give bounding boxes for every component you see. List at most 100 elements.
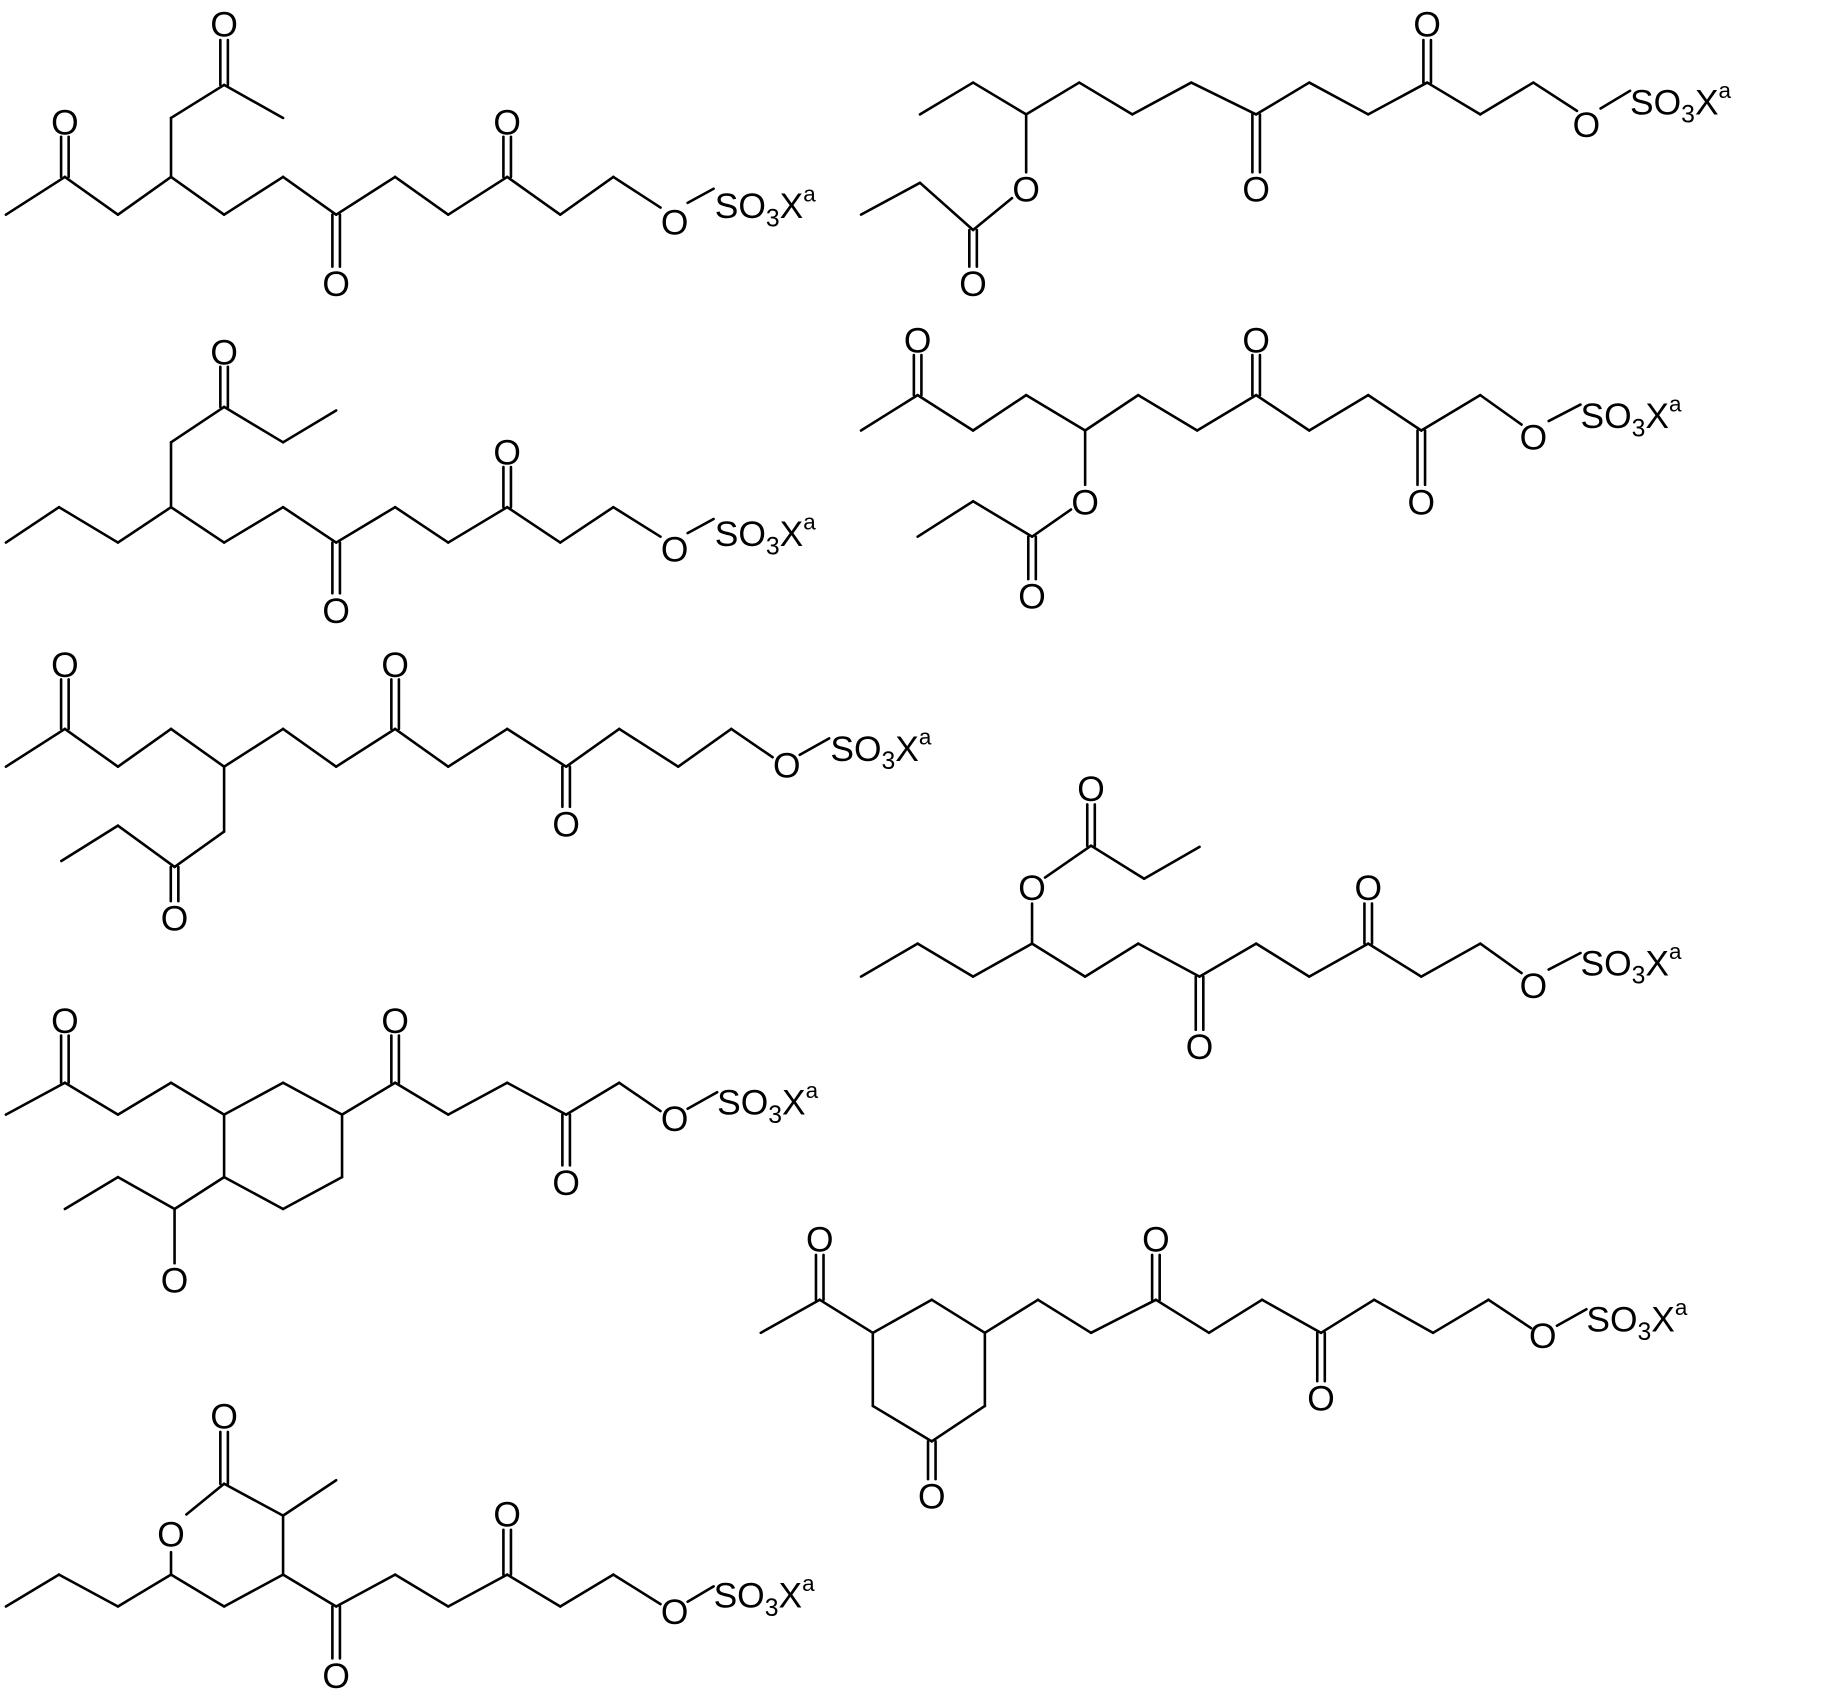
- single-bond: [116, 1175, 176, 1211]
- oxygen-atom-label: O: [322, 265, 350, 304]
- single-bond: [116, 175, 173, 216]
- single-bond: [1419, 393, 1482, 432]
- single-bond: [173, 830, 226, 869]
- single-bond: [1089, 1298, 1158, 1335]
- single-bond: [334, 1573, 397, 1608]
- single-bond: [971, 196, 1014, 232]
- single-bond: [281, 1081, 344, 1116]
- single-bond: [564, 727, 621, 768]
- single-bond: [859, 181, 922, 216]
- single-bond: [971, 393, 1028, 432]
- sulfate-group-label: SO3Xa: [1581, 392, 1683, 443]
- single-bond: [57, 1573, 120, 1608]
- oxygen-atom-label: O: [381, 1002, 409, 1041]
- single-bond: [4, 505, 61, 544]
- single-bond: [393, 727, 450, 768]
- single-bond: [1532, 81, 1579, 113]
- single-bond: [1431, 1298, 1490, 1335]
- oxygen-atom-label: O: [661, 1593, 689, 1632]
- single-bond: [1478, 942, 1523, 975]
- single-bond: [446, 1573, 509, 1608]
- oxygen-atom-label: O: [210, 1397, 238, 1436]
- oxygen-atom-label: O: [661, 1100, 689, 1139]
- single-bond: [1419, 942, 1482, 978]
- single-bond: [446, 505, 509, 544]
- single-bond: [1083, 942, 1140, 978]
- single-bond: [116, 1081, 173, 1116]
- single-bond: [4, 1573, 61, 1608]
- single-bond: [859, 393, 919, 432]
- single-bond: [334, 505, 397, 544]
- oxygen-atom-label: O: [493, 1495, 521, 1534]
- oxygen-atom-label: O: [661, 204, 689, 243]
- single-bond: [558, 505, 615, 544]
- single-bond: [1478, 393, 1523, 426]
- oxygen-atom-label: O: [1077, 770, 1105, 809]
- single-bond: [60, 824, 120, 863]
- single-bond: [281, 175, 338, 216]
- oxygen-atom-label: O: [1520, 967, 1548, 1006]
- single-bond: [281, 1478, 338, 1517]
- sulfate-group-label: SO3Xa: [1581, 939, 1683, 990]
- single-bond: [1198, 942, 1258, 978]
- single-bond: [1366, 942, 1423, 978]
- single-bond: [1036, 1298, 1093, 1335]
- oxygen-atom-label: O: [1413, 6, 1441, 45]
- single-bond: [173, 1175, 226, 1211]
- oxygen-atom-label: O: [161, 900, 189, 939]
- oxygen-atom-label: O: [959, 265, 987, 304]
- oxygen-atom-label: O: [1529, 1317, 1557, 1356]
- single-bond: [1260, 1298, 1323, 1335]
- single-bond: [1131, 81, 1193, 116]
- single-bond: [116, 1573, 173, 1608]
- single-bond: [1254, 393, 1311, 432]
- single-bond: [4, 175, 67, 216]
- single-bond: [1030, 942, 1087, 978]
- single-bond: [918, 81, 975, 116]
- single-bond: [1077, 81, 1134, 116]
- single-bond: [617, 1081, 662, 1113]
- oxygen-atom-label: O: [322, 592, 350, 631]
- single-bond: [1024, 81, 1081, 116]
- oxygen-atom-label: O: [806, 1220, 834, 1259]
- single-bond: [185, 1482, 226, 1516]
- oxygen-atom-label: O: [51, 1002, 79, 1041]
- single-bond: [393, 1081, 450, 1116]
- oxygen-atom-label: O: [1018, 869, 1046, 908]
- single-bond: [169, 175, 226, 216]
- single-bond: [116, 505, 173, 544]
- single-bond: [63, 727, 120, 768]
- single-bond: [1207, 1298, 1264, 1335]
- single-bond: [1547, 403, 1582, 423]
- single-bond: [169, 505, 226, 544]
- sulfate-group-label: SO3Xa: [830, 724, 932, 775]
- single-bond: [222, 1482, 285, 1517]
- single-bond: [446, 175, 509, 216]
- single-bond: [971, 81, 1028, 116]
- single-bond: [930, 1404, 987, 1443]
- single-bond: [918, 181, 975, 232]
- single-bond: [169, 1573, 226, 1608]
- single-bond: [686, 1090, 719, 1111]
- single-bond: [1083, 393, 1140, 432]
- single-bond: [169, 83, 226, 120]
- single-bond: [1195, 393, 1258, 432]
- single-bond: [916, 499, 975, 538]
- single-bond: [1254, 81, 1311, 116]
- single-bond: [4, 727, 67, 768]
- single-bond: [1307, 81, 1370, 116]
- oxygen-atom-label: O: [493, 434, 521, 473]
- single-bond: [446, 1081, 509, 1116]
- oxygen-atom-label: O: [161, 1262, 189, 1301]
- single-bond: [1142, 845, 1201, 881]
- oxygen-atom-label: O: [773, 746, 801, 785]
- single-bond: [222, 1175, 285, 1211]
- single-bond: [222, 505, 285, 544]
- single-bond: [916, 393, 975, 432]
- single-bond: [57, 505, 120, 544]
- single-bond: [169, 405, 226, 444]
- single-bond: [1555, 1307, 1588, 1328]
